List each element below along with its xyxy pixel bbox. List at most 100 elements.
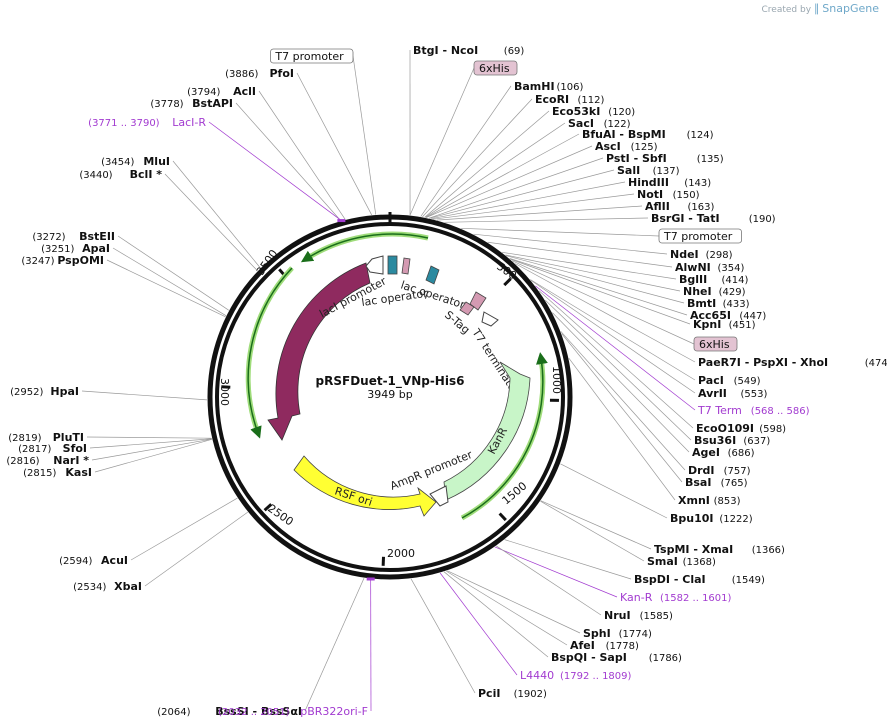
right-label-36[interactable]: BspDI - ClaI(1549) [634, 573, 765, 586]
sali-site: SalI [617, 164, 640, 177]
nari-site: NarI * [53, 454, 89, 467]
right-label-34[interactable]: TspMI - XmaI(1366) [654, 543, 785, 556]
right-label-24[interactable]: PacI(549) [698, 374, 761, 387]
right-label-16[interactable]: AlwNI(354) [675, 261, 744, 274]
position-label: (451) [729, 320, 756, 331]
right-label-11[interactable]: NotI(150) [637, 188, 700, 201]
right-label-0[interactable]: BtgI - NcoI(69) [413, 44, 524, 57]
right-label-28[interactable]: Bsu36I(637) [694, 434, 770, 447]
left-label-18[interactable]: (2032 .. 2051)pBR322ori-F [218, 705, 368, 718]
right-label-2[interactable]: BamHI(106) [514, 80, 583, 93]
position-label: (3247) [21, 256, 54, 267]
right-label-20[interactable]: Acc65I(447) [690, 309, 766, 322]
feature-rsf-ori[interactable] [293, 455, 437, 517]
right-label-21[interactable]: KpnI(451) [693, 318, 756, 331]
left-label-11[interactable]: (2819)PluTI [8, 431, 84, 444]
right-label-22[interactable]: 6xHis [693, 336, 738, 352]
left-label-1[interactable]: (3886)PfoI [225, 67, 294, 80]
right-label-19[interactable]: BmtI(433) [687, 297, 750, 310]
right-label-37[interactable]: Kan-R(1582 .. 1601) [620, 591, 732, 604]
right-label-33[interactable]: Bpu10I(1222) [670, 512, 753, 525]
position-label: (124) [687, 130, 714, 141]
position-label: (3272) [32, 232, 65, 243]
position-label: (2819) [8, 433, 41, 444]
right-label-30[interactable]: DrdI(757) [688, 464, 751, 477]
position-label: (757) [724, 466, 751, 477]
tick-3000 [221, 385, 231, 389]
alwni-site: AlwNI [675, 261, 711, 274]
left-label-2[interactable]: (3794)AclI [187, 85, 256, 98]
right-label-10[interactable]: HindIII(143) [628, 176, 711, 189]
left-label-15[interactable]: (2594)AcuI [59, 554, 128, 567]
left-label-8[interactable]: (3251)ApaI [41, 242, 110, 255]
right-label-17[interactable]: BglII(414) [679, 273, 748, 286]
right-label-32[interactable]: XmnI(853) [678, 494, 741, 507]
right-label-15[interactable]: NdeI(298) [670, 248, 733, 261]
feature-lac-operator-2[interactable] [425, 265, 440, 285]
position-label: (2816) [6, 456, 39, 467]
right-label-25[interactable]: AvrII(553) [698, 387, 767, 400]
left-label-0[interactable]: T7 promoter [269, 48, 354, 64]
right-label-29[interactable]: AgeI(686) [692, 446, 755, 459]
feature-t7-terminator[interactable] [481, 311, 499, 327]
right-label-14[interactable]: T7 promoter [658, 228, 742, 244]
left-label-6[interactable]: (3440)BclI * [79, 168, 162, 181]
smai-site: SmaI [647, 555, 678, 568]
feature-laci[interactable] [267, 262, 371, 441]
xbai-site: XbaI [114, 580, 142, 593]
right-label-6[interactable]: BfuAI - BspMI(124) [582, 128, 714, 141]
left-label-13[interactable]: (2816) NarI * [6, 454, 89, 467]
right-label-38[interactable]: NruI(1585) [604, 609, 673, 622]
right-label-41[interactable]: BspQI - SapI(1786) [551, 651, 682, 664]
position-label: (2952) [10, 387, 43, 398]
acc65i-site: Acc65I [690, 309, 731, 322]
right-label-27[interactable]: EcoO109I(598) [696, 422, 786, 435]
ndei-site: NdeI [670, 248, 699, 261]
right-label-42[interactable]: L4440(1792 .. 1809) [520, 669, 632, 682]
tick-label-3500: 3500 [254, 247, 281, 277]
right-label-3[interactable]: EcoRI(112) [535, 93, 604, 106]
right-label-9[interactable]: SalI(137) [617, 164, 680, 177]
right-label-18[interactable]: NheI(429) [683, 285, 746, 298]
left-label-12[interactable]: (2817)SfoI [18, 442, 87, 455]
paer7i-pspxi-xhoi-site: PaeR7I - PspXI - XhoI [698, 356, 828, 369]
right-label-12[interactable]: AflII(163) [645, 200, 714, 213]
feature-lac-operator-1[interactable] [387, 255, 398, 275]
right-label-1[interactable]: 6xHis [473, 60, 518, 76]
feature-ampr-promoter[interactable] [429, 485, 449, 507]
right-label-7[interactable]: AscI(125) [595, 140, 658, 153]
position-label: (3454) [101, 157, 134, 168]
leader-lines [81, 49, 696, 712]
left-label-17[interactable]: (2064)BssSI - BssSαI [157, 705, 302, 718]
right-label-13[interactable]: BsrGI - TatI(190) [651, 212, 776, 225]
right-label-39[interactable]: SphI(1774) [583, 627, 652, 640]
left-label-10[interactable]: (2952)HpaI [10, 385, 79, 398]
right-label-40[interactable]: AfeI(1778) [570, 639, 639, 652]
left-label-5[interactable]: (3454)MluI [101, 155, 170, 168]
left-label-4[interactable]: (3771 .. 3790)LacI-R [88, 116, 206, 129]
feature-laci-promoter[interactable] [365, 255, 384, 275]
left-labels: T7 promoter (3886)PfoI (3794)AclI(3778)Bst… [6, 48, 368, 718]
right-label-26[interactable]: T7 Term(568 .. 586) [697, 404, 810, 417]
feature-s-tag[interactable] [459, 301, 475, 316]
position-label: (414) [722, 275, 749, 286]
position-label: (429) [719, 287, 746, 298]
right-label-23[interactable]: PaeR7I - PspXI - XhoI(474) [698, 356, 887, 369]
left-label-16[interactable]: (2534)XbaI [73, 580, 142, 593]
asci-site: AscI [595, 140, 621, 153]
feature-label-rsf-ori: RSF ori [333, 484, 374, 508]
left-label-14[interactable]: (2815)KasI [23, 466, 92, 479]
left-label-3[interactable]: (3778)BstAPI [150, 97, 233, 110]
ecoo109i-site: EcoO109I [696, 422, 754, 435]
right-label-31[interactable]: BsaI(765) [685, 476, 748, 489]
right-label-5[interactable]: SacI(122) [568, 117, 631, 130]
left-label-9[interactable]: (3247)PspOMI [21, 254, 104, 267]
right-label-35[interactable]: SmaI(1368) [647, 555, 716, 568]
left-label-7[interactable]: (3272)BstEII [32, 230, 115, 243]
right-label-4[interactable]: Eco53kI(120) [552, 105, 635, 118]
position-label: (1778) [606, 641, 639, 652]
right-label-8[interactable]: PstI - SbfI(135) [606, 152, 724, 165]
credit-created-by: Created by [761, 5, 812, 15]
position-label: (2064) [157, 707, 190, 718]
right-label-43[interactable]: PciI(1902) [478, 687, 547, 700]
